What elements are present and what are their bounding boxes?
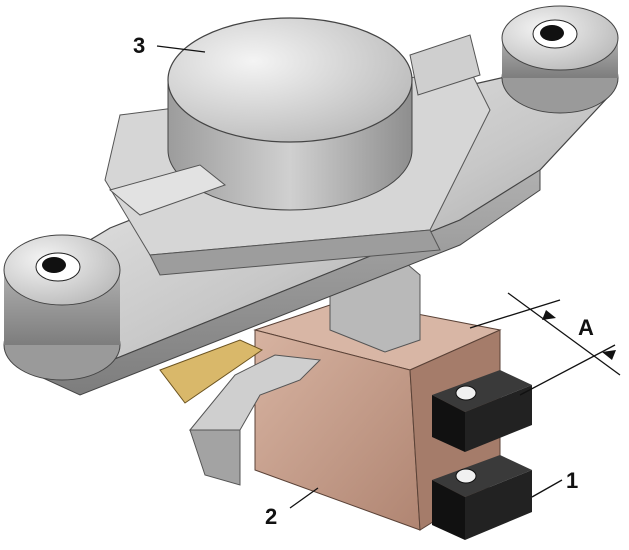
label-dimension-a: A [578, 315, 594, 340]
label-part-1: 1 [566, 468, 578, 493]
mounting-eye-left [3, 234, 121, 381]
carbon-brushes [432, 370, 532, 540]
front-lug [108, 164, 227, 216]
label-part-2: 2 [265, 504, 277, 529]
regulator-cap [167, 17, 413, 211]
terminal-blade [159, 339, 264, 404]
dimension-arrow-upper [542, 310, 556, 320]
brush-upper [432, 370, 532, 452]
mounting-eye-right [501, 5, 619, 114]
connector-post [188, 354, 322, 486]
label-part-3: 3 [133, 33, 145, 58]
leader-lines [156, 45, 621, 509]
brush-lower [432, 455, 532, 540]
dimension-arrow-lower [602, 350, 616, 360]
